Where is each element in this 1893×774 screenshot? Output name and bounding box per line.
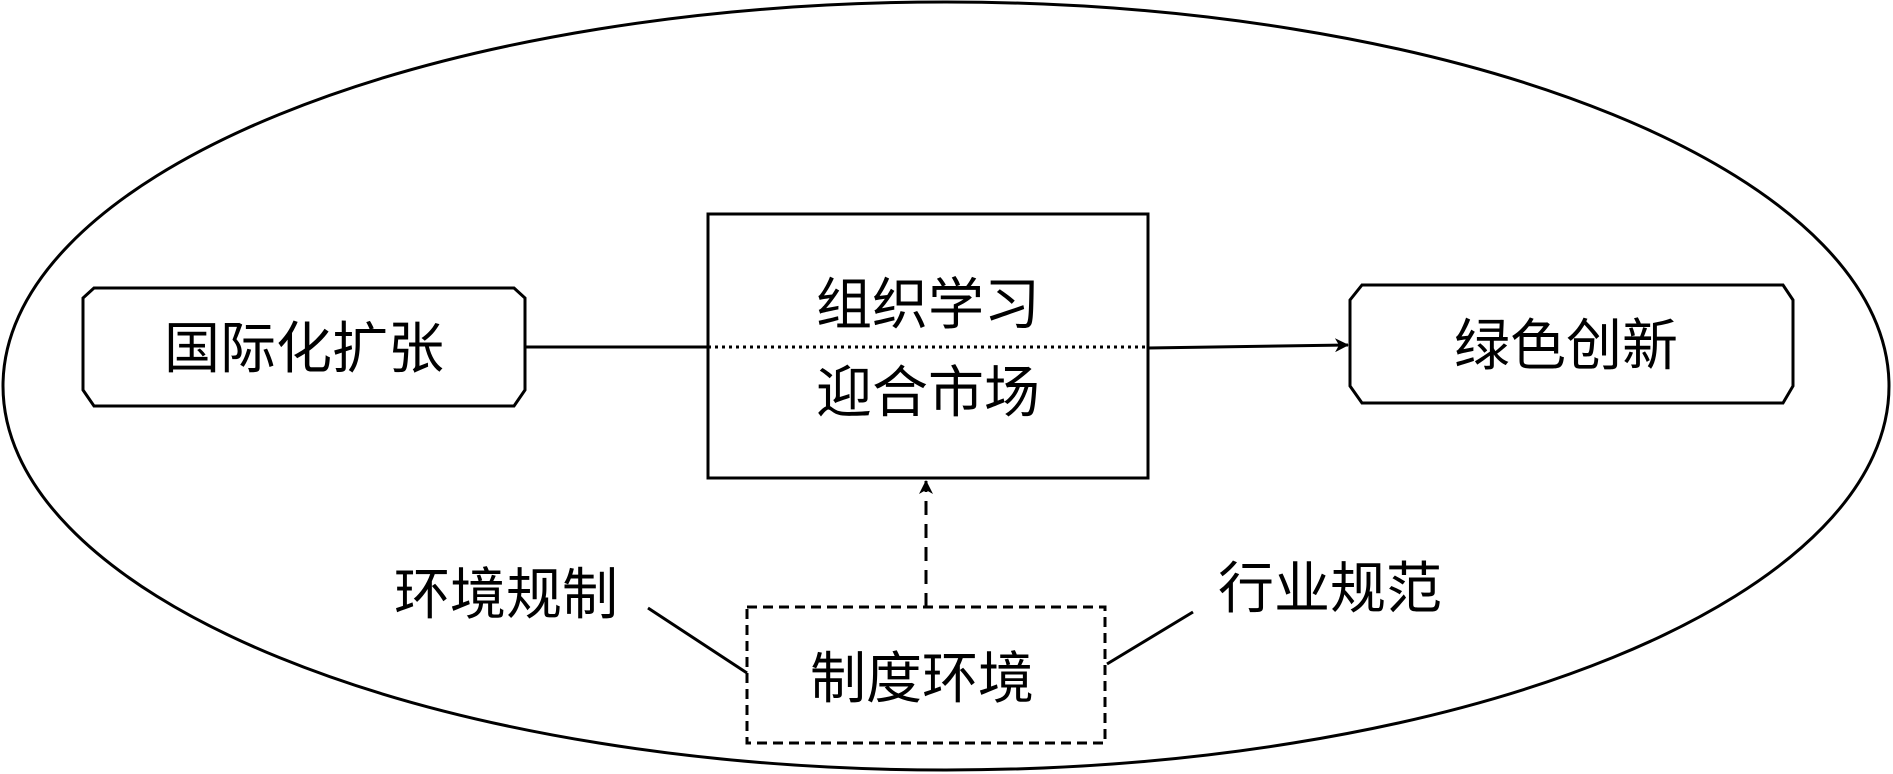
institutional-environment-node: 制度环境 <box>745 605 1107 745</box>
green-innovation-label: 绿色创新 <box>1454 314 1678 379</box>
industry-norms-label: 行业规范 <box>1218 557 1442 622</box>
organizational-learning-label: 组织学习 <box>816 273 1040 338</box>
internationalization-label: 国际化扩张 <box>164 317 444 382</box>
environmental-regulation-label: 环境规制 <box>394 563 618 628</box>
green-innovation-arrow <box>1147 338 1349 353</box>
mediator-node: 组织学习 迎合市场 <box>706 212 1150 480</box>
institutional-environment-label: 制度环境 <box>810 647 1034 712</box>
environmental-regulation-leader <box>647 606 748 675</box>
internationalization-node: 国际化扩张 <box>81 286 527 408</box>
market-catering-label: 迎合市场 <box>816 361 1040 426</box>
green-innovation-node: 绿色创新 <box>1348 283 1795 405</box>
industry-norms-leader <box>1106 610 1194 666</box>
